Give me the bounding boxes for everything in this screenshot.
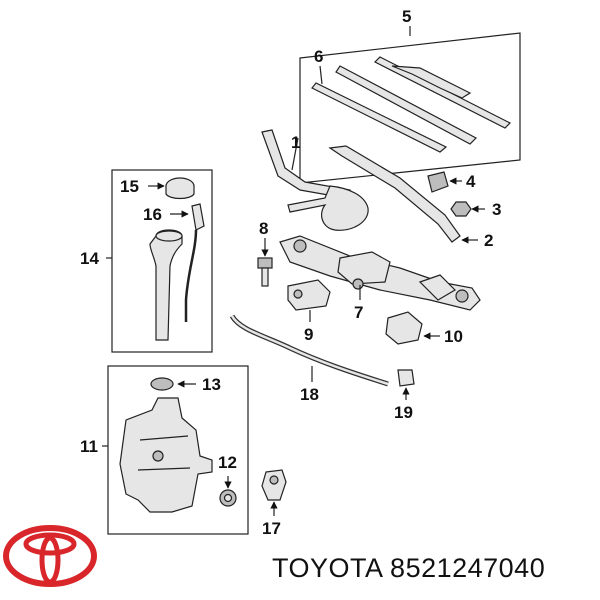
pump-grommet [219,476,237,507]
callout-2: 2 [484,231,493,250]
part-caption: TOYOTA 8521247040 [272,553,592,584]
wiper-blade-box [299,26,521,184]
callout-17: 17 [262,519,281,538]
callout-7: 7 [354,303,363,322]
callout-16: 16 [143,205,162,224]
pivot-nut [450,201,485,217]
brand-name: TOYOTA [272,553,383,583]
pivot-cap [427,171,462,193]
callout-15: 15 [120,177,139,196]
callout-13: 13 [202,375,221,394]
washer-pump [261,469,287,516]
linkage-bracket [385,311,440,345]
washer-hose [229,314,389,387]
wiper-linkage [279,235,481,311]
level-sensor [170,203,205,322]
callout-14: 14 [80,249,99,268]
washer-reservoir [119,397,213,513]
callout-11: 11 [80,437,98,456]
reservoir-box [102,365,249,535]
part-number: 8521247040 [390,553,546,583]
callout-6: 6 [314,47,323,66]
reservoir-grommet [150,377,196,391]
callout-8: 8 [259,219,268,238]
bolt [257,238,273,287]
filler-neck [149,229,183,341]
wiper-arm-2 [328,145,478,244]
callout-4: 4 [466,172,476,191]
callout-5: 5 [402,7,411,26]
filler-neck-box [106,169,213,353]
filler-cap [148,177,195,200]
wiper-blade-2 [335,65,477,145]
callout-1: 1 [291,133,300,152]
hose-connector [397,369,415,400]
callout-18: 18 [300,385,319,404]
wiper-arm-1 [261,129,369,231]
callout-9: 9 [304,325,313,344]
callout-19: 19 [394,403,413,422]
motor-bracket [287,279,331,322]
callout-12: 12 [218,453,237,472]
wiper-blade-3 [311,82,448,153]
callout-3: 3 [492,200,501,219]
wiper-blade-1 [373,56,512,129]
toyota-logo [3,525,97,587]
callout-10: 10 [444,327,463,346]
